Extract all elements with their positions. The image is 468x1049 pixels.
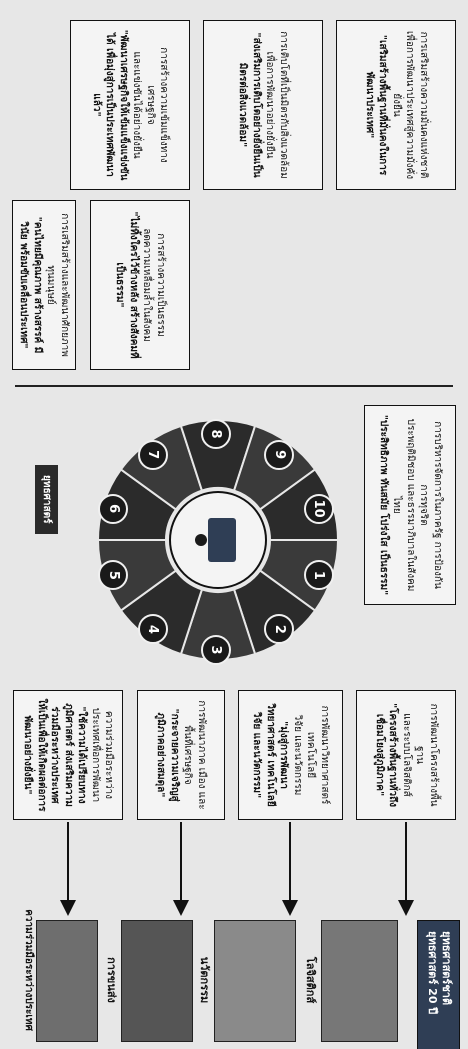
header-title-line-1: ยุทธศาสตร์ชาติ xyxy=(440,931,453,1006)
box-strategy-infrastructure: การพัฒนาโครงสร้างพื้นฐาน และระบบโลจิสติก… xyxy=(356,690,456,820)
transport-photo xyxy=(121,920,193,1042)
logistics-photo xyxy=(321,920,398,1042)
innovation-caption: นวัตกรรม xyxy=(198,956,211,1004)
strategy-number-7: 7 xyxy=(137,439,168,470)
header-title-line-2: ยุทธศาสตร์ 20 ปี xyxy=(425,931,439,1015)
wheel-segment-2 xyxy=(232,569,317,656)
wheel-segment-7 xyxy=(119,424,204,511)
arrows-layer xyxy=(60,822,414,916)
box-strategy-security: การเสริมสร้างความมั่นคงแห่งชาติ เพื่อการ… xyxy=(336,20,456,190)
wheel-segment-4 xyxy=(119,569,204,656)
logistics-caption: โลจิสติกส์ xyxy=(304,956,317,1004)
strategy-number-3: 3 xyxy=(201,635,231,665)
wheel-segment-3 xyxy=(179,588,257,661)
center-divider xyxy=(15,385,453,387)
strategy-number-8: 8 xyxy=(201,419,231,449)
international-caption: ความร่วมมือระหว่างประเทศ xyxy=(23,909,34,1031)
box-strategy-equity: การสร้างความเป็นธรรม ลดความเหลื่อมล้ำในส… xyxy=(90,200,190,370)
innovation-photo xyxy=(214,920,296,1042)
center-monitor-icon xyxy=(208,518,236,562)
strategy-wheel xyxy=(96,419,340,661)
transport-caption: การขนส่ง xyxy=(105,957,118,1003)
box-strategy-economy: การสร้างความเข้มแข็งทางเศรษฐกิจ และแข่งข… xyxy=(70,20,190,190)
wheel-footer-label: ยุทธศาสตร์ xyxy=(35,465,58,534)
strategy-number-9: 9 xyxy=(264,439,295,470)
center-gear-icon xyxy=(195,534,207,546)
box-strategy-regional: การพัฒนาภาค เมือง และพื้นที่เศรษฐกิจ "กร… xyxy=(137,690,225,820)
header-title-card: ยุทธศาสตร์ชาติ ยุทธศาสตร์ 20 ปี xyxy=(417,920,460,1049)
wheel-segment-5 xyxy=(96,539,178,612)
strategy-number-4: 4 xyxy=(137,614,168,645)
wheel-segment-1 xyxy=(258,539,340,612)
box-strategy-governance: การบริหารจัดการในภาครัฐ การป้องกันการทุจ… xyxy=(364,405,456,605)
box-strategy-green: การเติบโตที่เป็นมิตรกับสิ่งแวดล้อม เพื่อ… xyxy=(203,20,323,190)
wheel-segment-8 xyxy=(179,419,257,492)
strategy-number-6: 6 xyxy=(98,493,129,524)
strategy-number-1: 1 xyxy=(303,560,334,591)
box-strategy-international: ความร่วมมือระหว่างประเทศเพื่อการพัฒนา "ใ… xyxy=(13,690,123,820)
box-strategy-science: การพัฒนาวิทยาศาสตร์ เทคโนโลยี วิจัย และน… xyxy=(238,690,343,820)
strategy-number-10: 10 xyxy=(303,493,334,524)
international-photo xyxy=(36,920,98,1042)
box-strategy-human-capital: การเสริมสร้างและพัฒนาศักยภาพทุนมนุษย์ "ค… xyxy=(12,200,76,370)
